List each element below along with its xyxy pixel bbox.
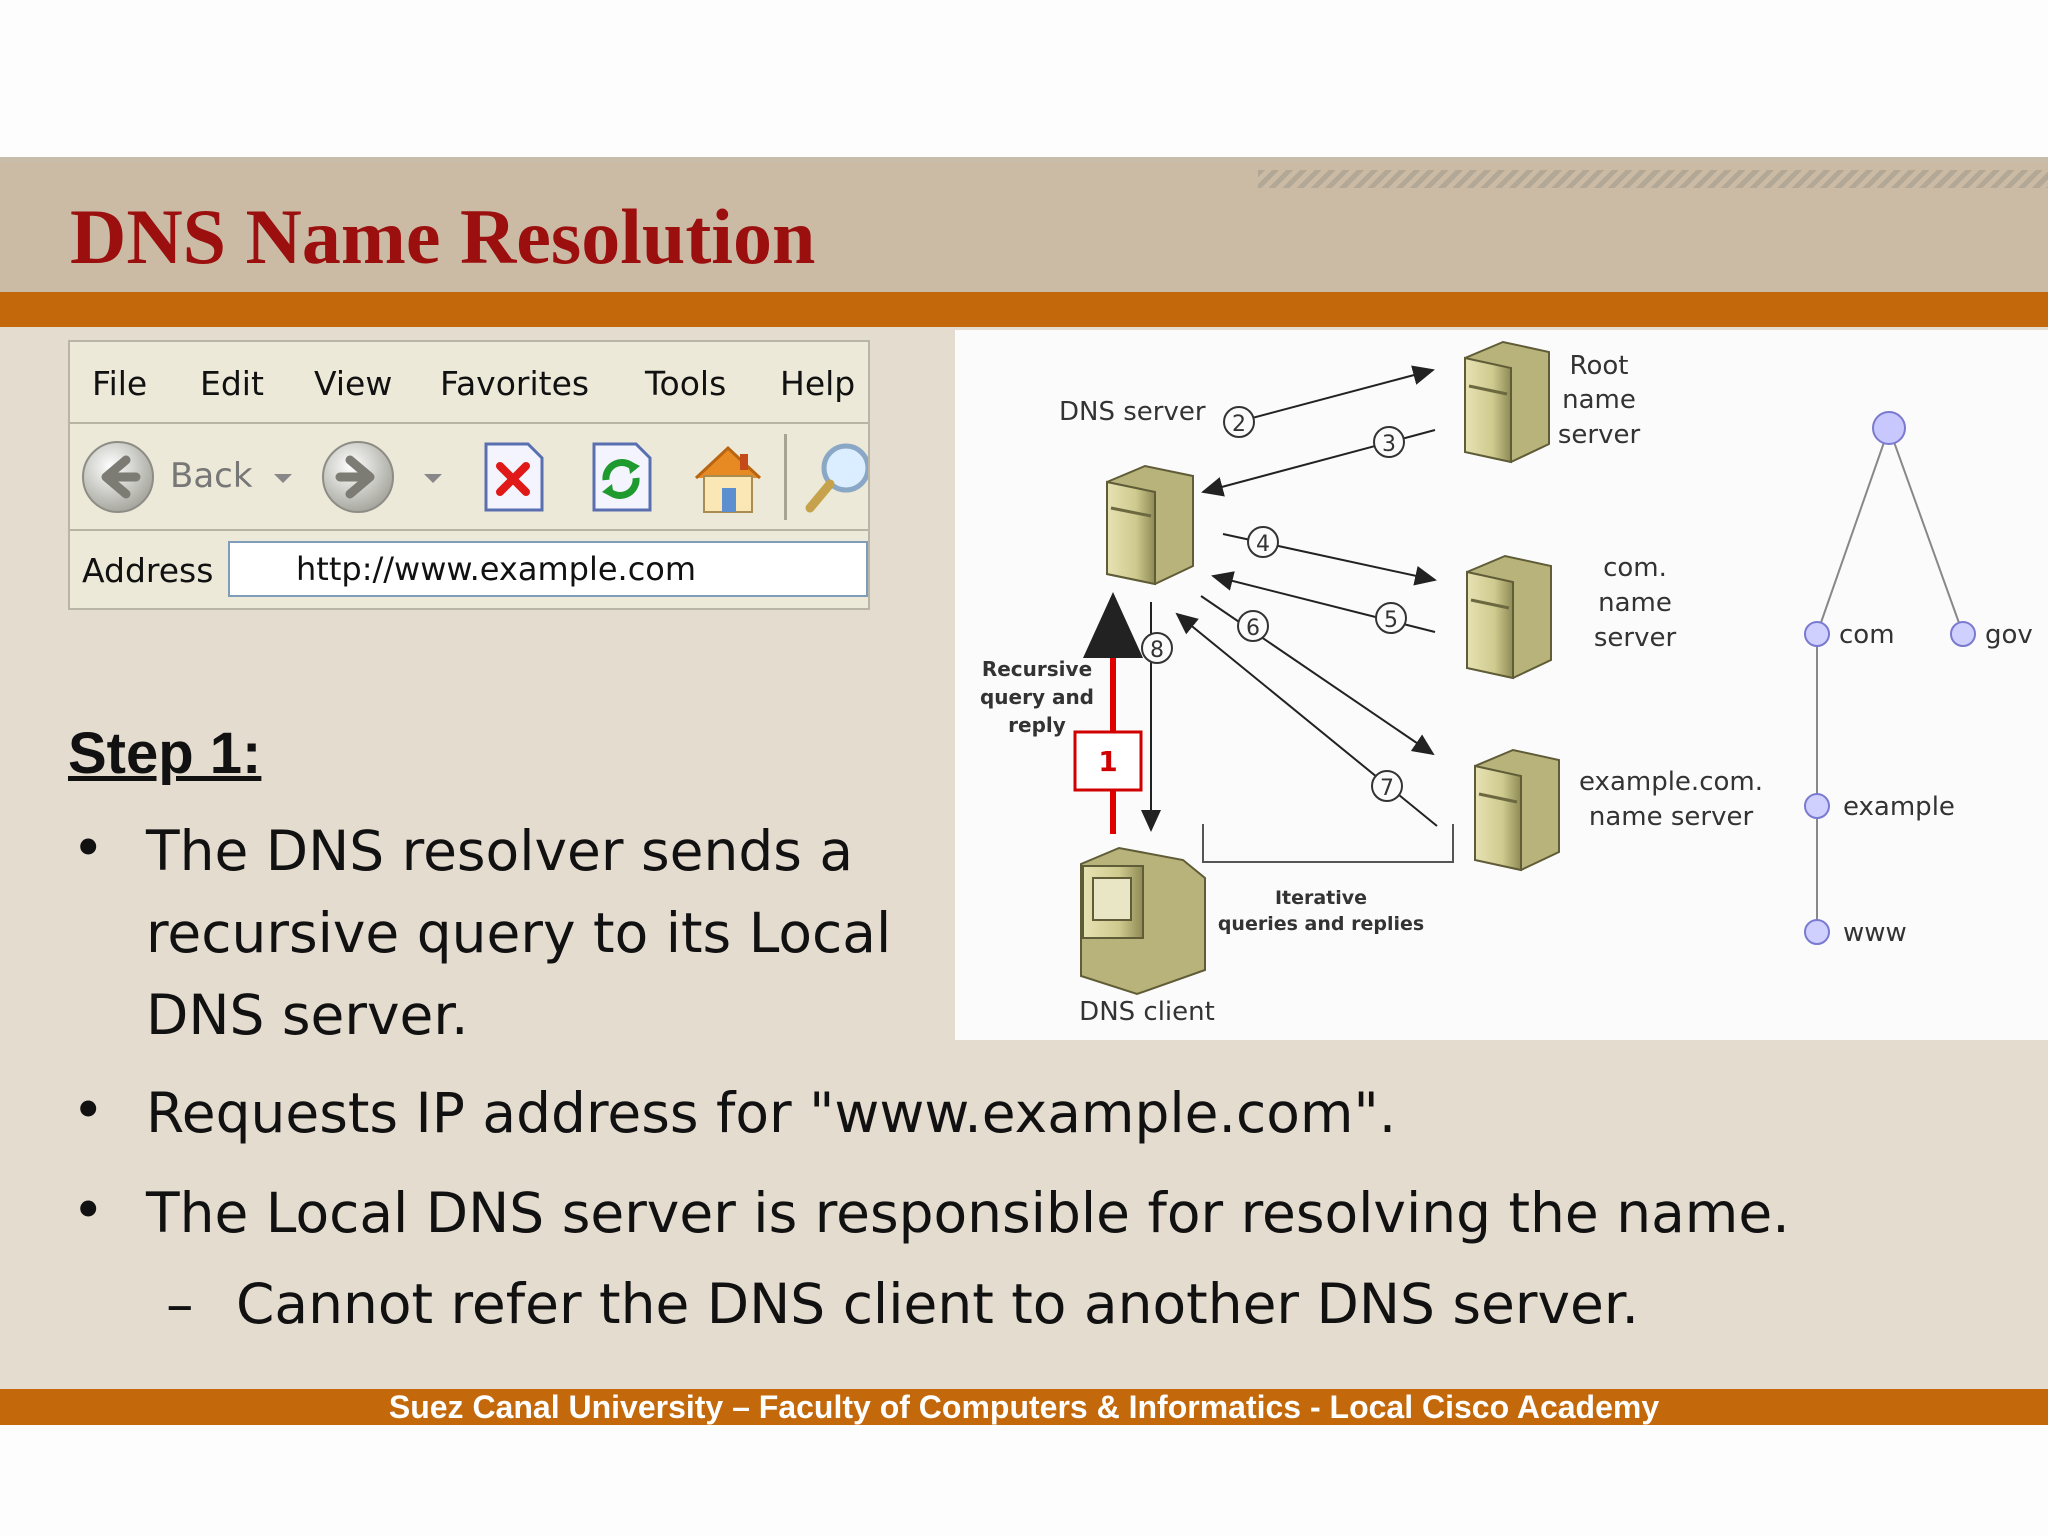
svg-text:7: 7 (1380, 776, 1394, 801)
browser-toolbar: Back (70, 424, 868, 531)
root-server-label: name (1562, 385, 1636, 415)
step-number-6: 6 (1237, 610, 1269, 642)
tree-root-node (1872, 411, 1906, 445)
tree-label-www: www (1843, 918, 1907, 948)
dns-resolution-diagram: DNS server Root name server com. name se… (955, 330, 2048, 1040)
tree-label-example: example (1843, 792, 1955, 822)
back-label: Back (170, 456, 253, 496)
sub-bullet-item: – Cannot refer the DNS client to another… (0, 1272, 2048, 1362)
tree-label-com: com (1839, 620, 1895, 650)
svg-text:3: 3 (1382, 432, 1396, 457)
browser-screenshot: File Edit View Favorites Tools Help Back (68, 340, 870, 610)
root-server-label: Root (1570, 351, 1629, 381)
com-server-label: com. (1603, 553, 1667, 583)
step-number-7: 7 (1371, 770, 1403, 802)
dns-client-icon (1080, 846, 1206, 996)
root-server-label: server (1558, 420, 1641, 450)
step-highlight-box: 1 (1073, 730, 1143, 792)
example-server-icon (1474, 748, 1560, 872)
browser-menu-bar: File Edit View Favorites Tools Help (70, 342, 868, 424)
svg-text:2: 2 (1232, 412, 1246, 437)
bullet-text-line: Requests IP address for "www.example.com… (146, 1081, 1397, 1145)
dns-server-icon (1106, 464, 1194, 586)
header-hatch-decoration (1258, 170, 2048, 188)
refresh-icon[interactable] (586, 440, 656, 514)
recursive-label: Recursive (982, 657, 1092, 681)
step-number-3: 3 (1373, 426, 1405, 458)
dns-server-label: DNS server (1059, 397, 1206, 427)
root-server-icon (1464, 340, 1550, 464)
back-button[interactable]: Back (78, 438, 288, 516)
svg-text:5: 5 (1384, 608, 1398, 633)
step-number-2: 2 (1223, 406, 1255, 438)
bullet-symbol: • (72, 1178, 105, 1242)
arrow-2 (1236, 365, 1435, 423)
diagram-canvas: DNS server Root name server com. name se… (980, 340, 2033, 1027)
bullet-text-line: The Local DNS server is responsible for … (146, 1181, 1790, 1245)
step-heading: Step 1: (68, 721, 262, 786)
tree-label-gov: gov (1985, 620, 2033, 650)
search-icon[interactable] (800, 434, 870, 518)
slide-title: DNS Name Resolution (70, 193, 816, 280)
bullet-text-line: recursive query to its Local (146, 901, 892, 965)
dns-client-label: DNS client (1079, 997, 1215, 1027)
menu-view[interactable]: View (314, 364, 393, 403)
forward-arrow-icon[interactable] (318, 438, 398, 516)
bullet-symbol: • (72, 1078, 105, 1142)
com-server-label: server (1594, 623, 1677, 653)
menu-help[interactable]: Help (780, 364, 856, 403)
bullet-text-line: DNS server. (146, 983, 469, 1047)
header-top-line (0, 157, 2048, 162)
menu-favorites[interactable]: Favorites (440, 364, 590, 403)
iterative-bracket (1202, 824, 1454, 863)
recursive-label: reply (1008, 713, 1066, 737)
forward-dropdown-icon[interactable] (418, 468, 448, 488)
accent-bar-bottom (0, 1389, 2048, 1425)
namespace-tree: com gov example www (1804, 411, 2033, 948)
example-server-label: name server (1589, 802, 1754, 832)
com-server-label: name (1598, 588, 1672, 618)
address-label: Address (82, 551, 214, 590)
menu-edit[interactable]: Edit (200, 364, 264, 403)
tree-node-gov (1950, 621, 1976, 647)
example-server-label: example.com. (1579, 767, 1763, 797)
bullet-item-2: • Requests IP address for "www.example.c… (0, 1072, 2048, 1162)
sub-bullet-dash: – (166, 1272, 194, 1336)
accent-bar-top (0, 292, 2048, 327)
recursive-label: query and (980, 685, 1094, 709)
bullet-text-line: The DNS resolver sends a (146, 819, 854, 883)
svg-text:6: 6 (1246, 616, 1260, 641)
tree-node-example (1804, 793, 1830, 819)
back-arrow-icon (82, 441, 154, 513)
step-number-8: 8 (1141, 632, 1173, 664)
slide-footer: Suez Canal University – Faculty of Compu… (388, 1389, 1660, 1425)
dropdown-arrow-icon[interactable] (268, 468, 298, 488)
bullet-symbol: • (72, 816, 105, 880)
menu-file[interactable]: File (92, 364, 148, 403)
bullet-item-1: • The DNS resolver sends a recursive que… (0, 810, 1000, 1070)
home-icon[interactable] (686, 434, 770, 518)
address-input[interactable] (228, 541, 868, 597)
sub-bullet-text: Cannot refer the DNS client to another D… (236, 1272, 1639, 1336)
menu-tools[interactable]: Tools (645, 364, 727, 403)
step-number-5: 5 (1375, 602, 1407, 634)
bullet-item-3: • The Local DNS server is responsible fo… (0, 1172, 2048, 1262)
toolbar-separator (784, 434, 787, 520)
iterative-label: Iterative (1275, 887, 1367, 909)
com-server-icon (1466, 554, 1552, 680)
browser-address-bar: Address (70, 531, 868, 608)
svg-text:4: 4 (1256, 532, 1270, 557)
tree-node-com (1804, 621, 1830, 647)
step-number-4: 4 (1247, 526, 1279, 558)
iterative-label: queries and replies (1218, 913, 1424, 935)
tree-node-www (1804, 919, 1830, 945)
svg-text:1: 1 (1098, 745, 1117, 778)
stop-icon[interactable] (478, 440, 548, 514)
svg-text:8: 8 (1150, 638, 1164, 663)
